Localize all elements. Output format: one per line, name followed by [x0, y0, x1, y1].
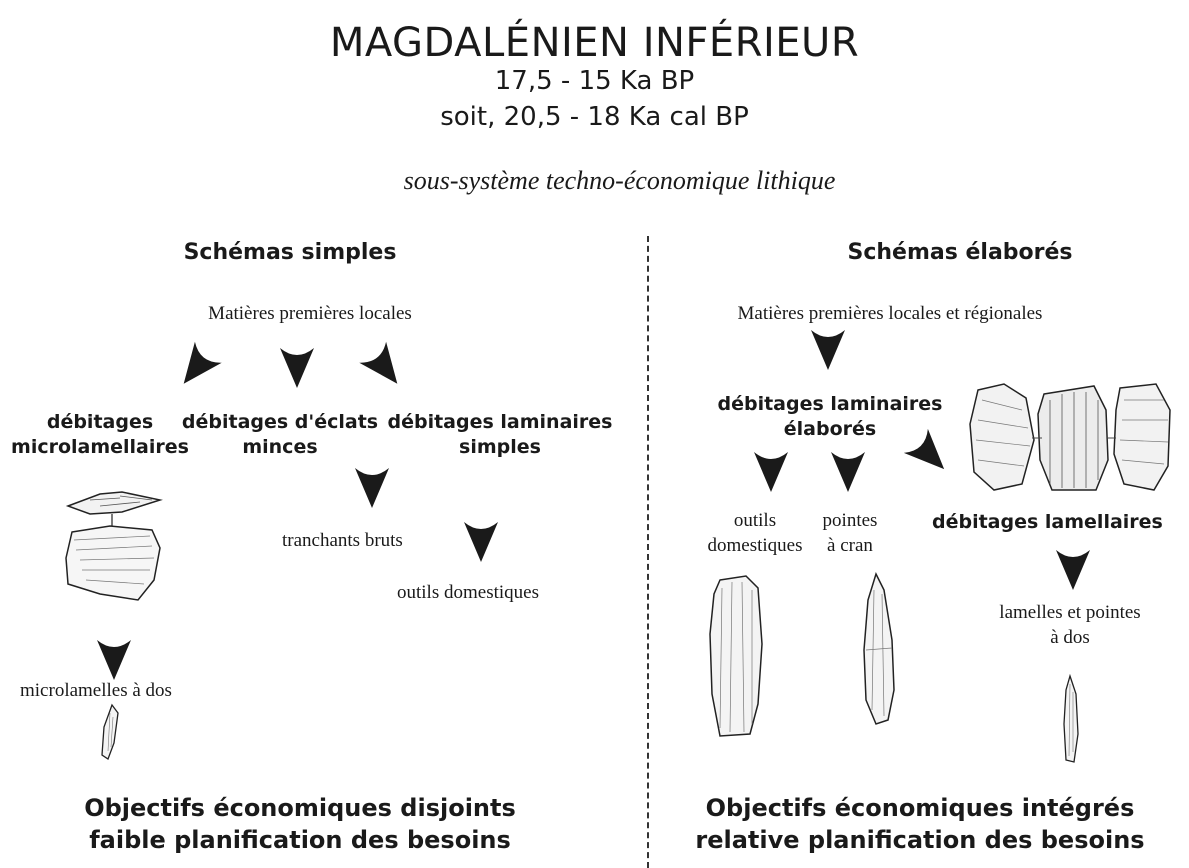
left-source: Matières premières locales [140, 301, 480, 326]
objective-line: Objectifs économiques intégrés [660, 792, 1180, 824]
left-objectives: Objectifs économiques disjoints faible p… [40, 792, 560, 856]
arrow-to-lamelles [1056, 550, 1090, 590]
arrow-to-microlamelles [97, 640, 131, 680]
arrow-to-outils [754, 452, 788, 492]
debitages-lamellaires: débitages lamellaires [932, 510, 1163, 535]
branch-line: débitages laminaires [380, 410, 620, 435]
arrow-to-tranchants [355, 468, 389, 508]
arrow-to-laminaires-simples [359, 342, 410, 394]
laminaires-elabores: débitages laminaires élaborés [700, 392, 960, 442]
node-line: pointes [800, 508, 900, 533]
stage-line: débitages laminaires [700, 392, 960, 417]
arrow-to-microlamellaires [170, 342, 221, 394]
branch-line: minces [180, 435, 380, 460]
right-heading: Schémas élaborés [760, 240, 1160, 265]
outil-domestique-illustration [706, 574, 768, 740]
pointe-a-cran-illustration [858, 570, 898, 728]
node-line: à cran [800, 533, 900, 558]
branch-line: débitages d'éclats [180, 410, 380, 435]
left-heading: Schémas simples [90, 240, 490, 265]
arrow-to-eclats [280, 348, 314, 388]
branch-microlamellaires: débitages microlamellaires [0, 410, 200, 460]
branch-line: simples [380, 435, 620, 460]
branch-laminaires-simples: débitages laminaires simples [380, 410, 620, 460]
arrow-to-outils-domestiques [464, 522, 498, 562]
right-objectives: Objectifs économiques intégrés relative … [660, 792, 1180, 856]
lamellar-cores-illustration [964, 380, 1176, 498]
pointes-a-cran: pointes à cran [800, 508, 900, 558]
branch-line: débitages [0, 410, 200, 435]
branch-line: microlamellaires [0, 435, 200, 460]
product-tranchants: tranchants bruts [282, 528, 403, 553]
microlamellar-core-illustration [60, 488, 170, 606]
objective-line: faible planification des besoins [40, 824, 560, 856]
arrow-to-laminaires-elabores [811, 330, 845, 370]
node-line: lamelles et pointes [960, 600, 1180, 625]
stage-line: élaborés [700, 417, 960, 442]
arrow-to-pointes [831, 452, 865, 492]
objective-line: relative planification des besoins [660, 824, 1180, 856]
lamelles-pointes-a-dos: lamelles et pointes à dos [960, 600, 1180, 650]
product-microlamelles: microlamelles à dos [20, 678, 172, 703]
product-outils-domestiques: outils domestiques [397, 580, 539, 605]
lamelle-a-dos-illustration [1058, 674, 1084, 766]
right-source: Matières premières locales et régionales [690, 301, 1090, 326]
branch-eclats: débitages d'éclats minces [180, 410, 380, 460]
microlamelle-illustration [98, 703, 122, 761]
node-line: à dos [960, 625, 1180, 650]
objective-line: Objectifs économiques disjoints [40, 792, 560, 824]
